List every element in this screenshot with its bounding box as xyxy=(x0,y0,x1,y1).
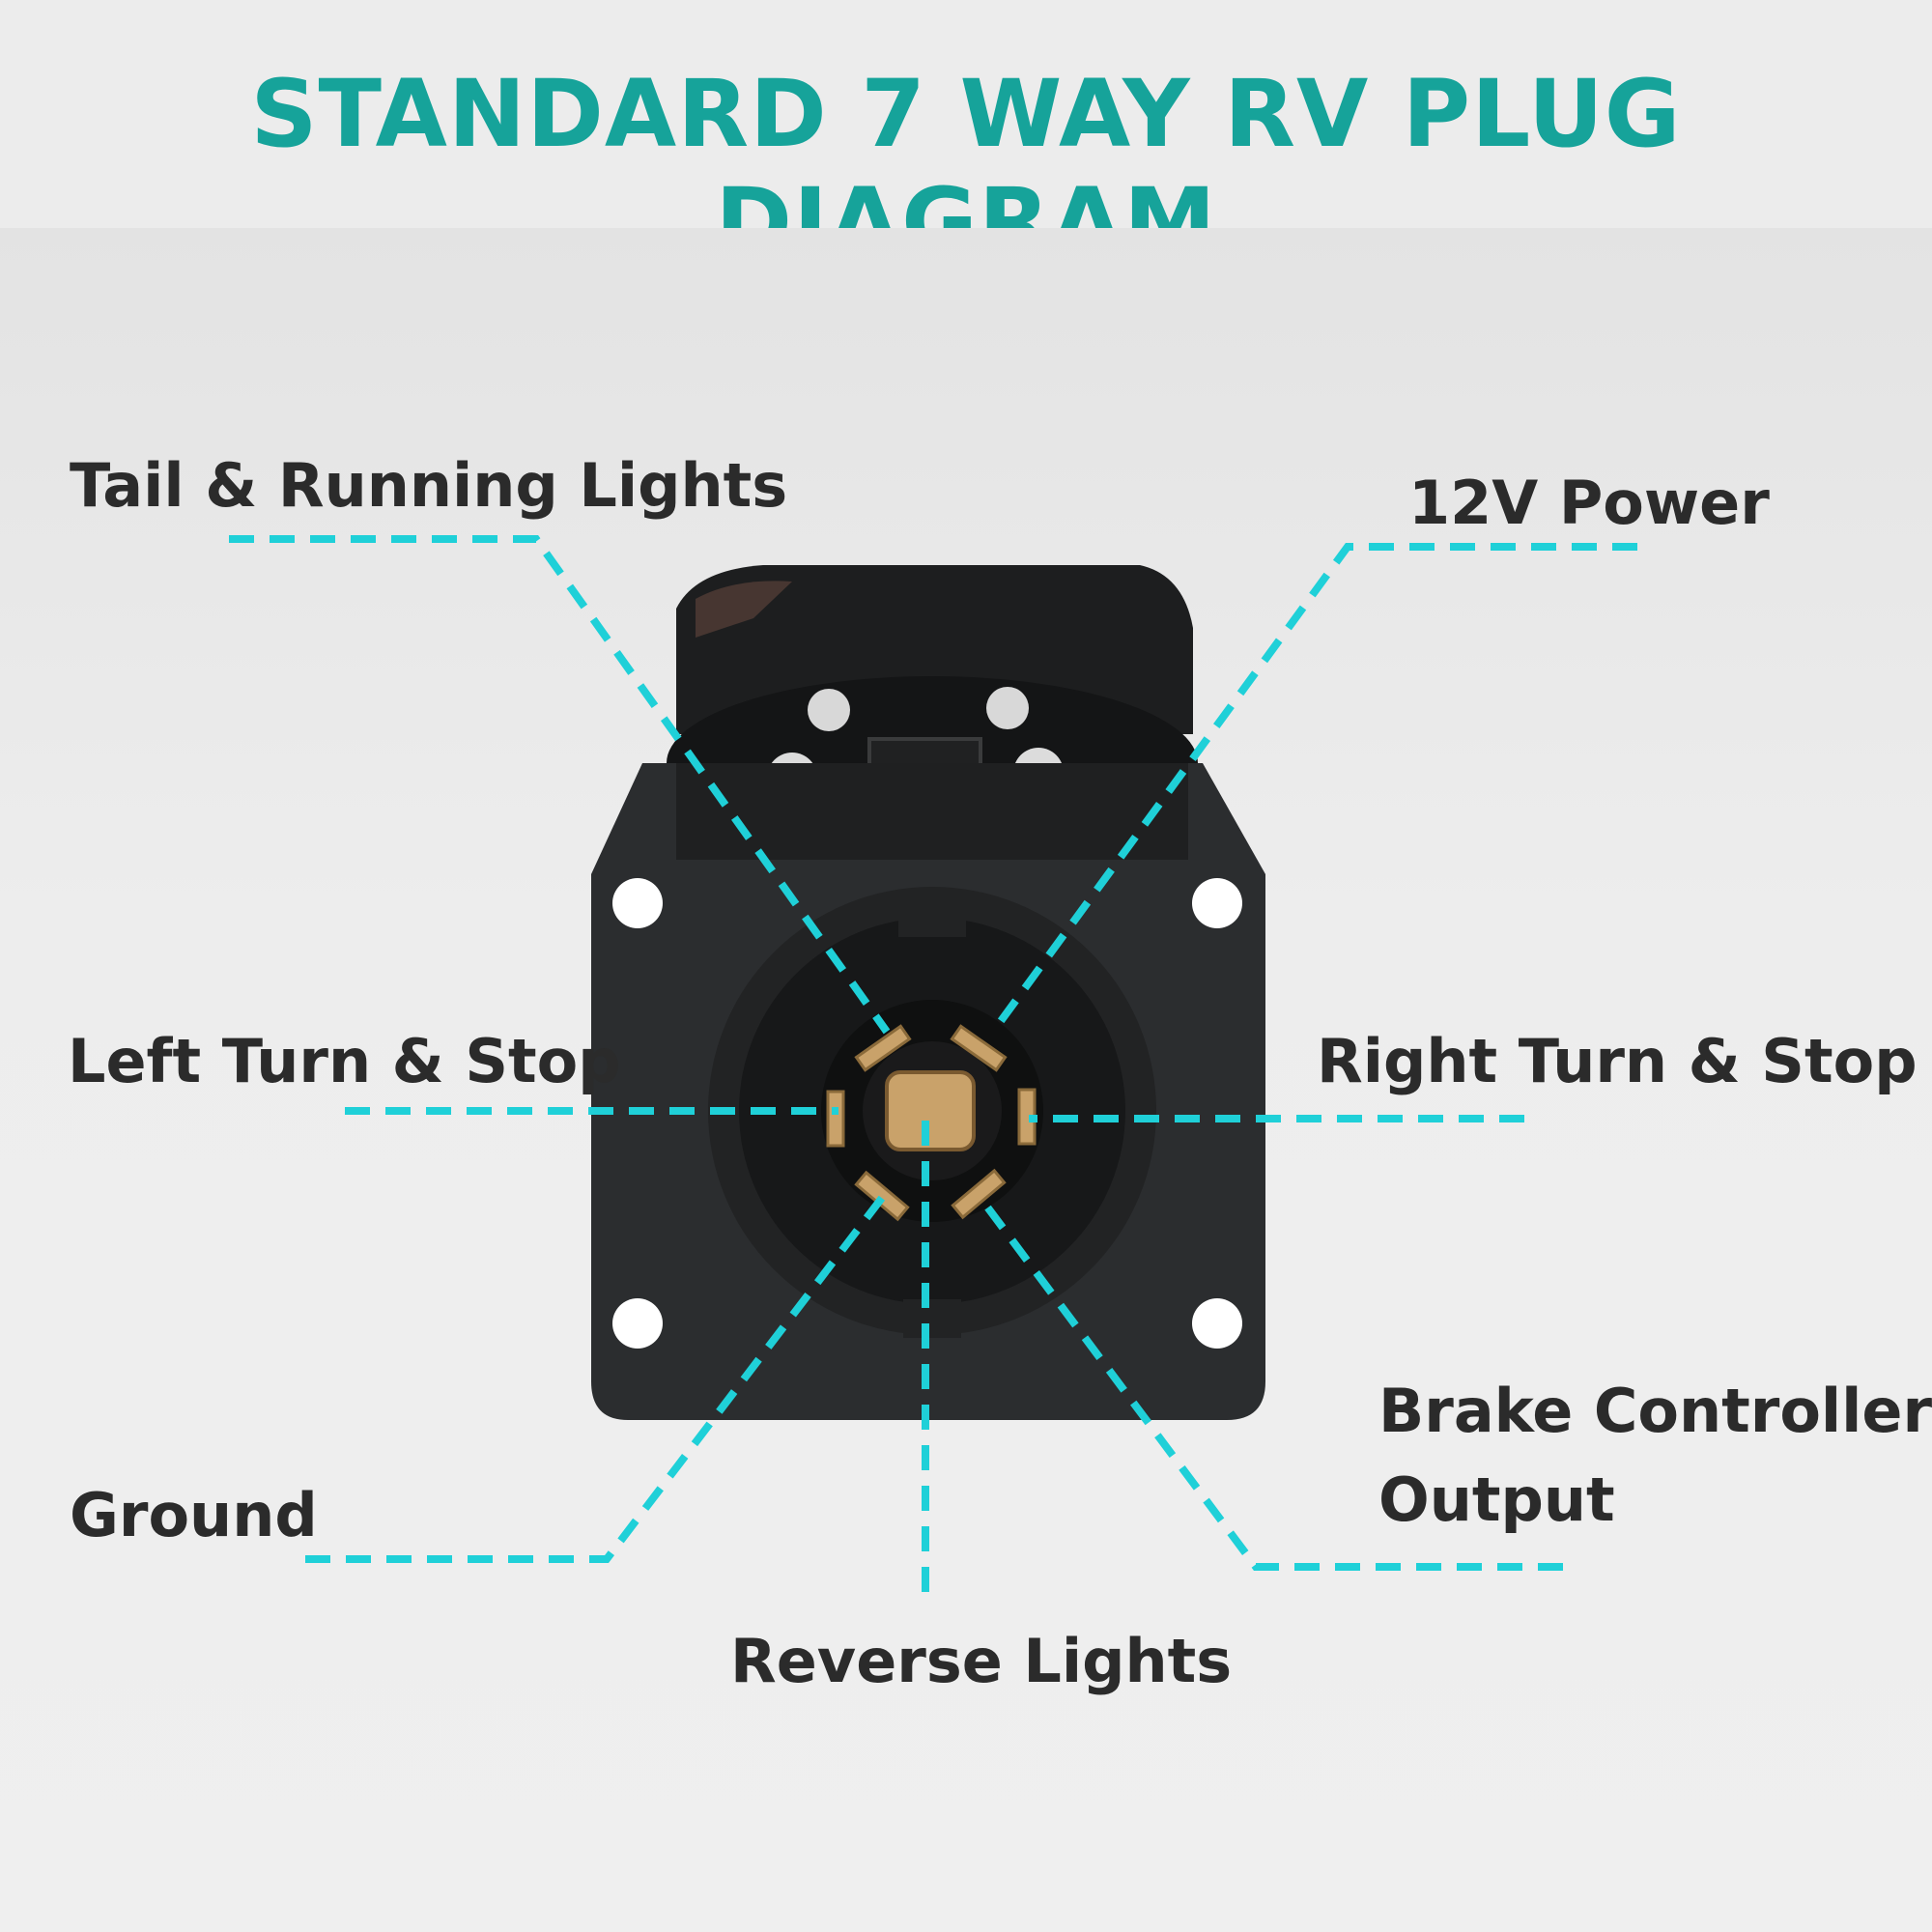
label-ground: Ground xyxy=(70,1480,318,1550)
mounting-hole xyxy=(612,878,663,928)
label-tail-running-lights: Tail & Running Lights xyxy=(70,450,788,521)
page-title: STANDARD 7 WAY RV PLUG DIAGRAM xyxy=(250,60,1682,276)
leader-lines xyxy=(229,535,1637,1604)
label-brake-output: Output xyxy=(1378,1464,1615,1535)
center-pin xyxy=(887,1072,974,1150)
leader-line-tail-running xyxy=(229,535,891,1035)
pin-tail-running xyxy=(854,1024,912,1072)
label-right-turn-stop: Right Turn & Stop xyxy=(1317,1026,1918,1096)
mounting-hole xyxy=(612,1298,663,1349)
label-left-turn-stop: Left Turn & Stop xyxy=(68,1026,621,1096)
pin-left-turn xyxy=(826,1090,845,1148)
label-12v-power: 12V Power xyxy=(1408,468,1770,538)
label-brake-controller: Brake Controller xyxy=(1378,1376,1932,1446)
mounting-hole xyxy=(1192,1298,1242,1349)
header-band xyxy=(0,0,1932,228)
pin-12v-power xyxy=(950,1024,1008,1072)
pins xyxy=(826,1024,1037,1222)
leader-line-ground xyxy=(305,1195,886,1563)
pin-brake xyxy=(951,1168,1007,1220)
label-reverse-lights: Reverse Lights xyxy=(730,1626,1233,1696)
leader-line-brake xyxy=(977,1195,1563,1571)
leader-line-12v-power xyxy=(989,543,1637,1035)
mounting-hole xyxy=(1192,878,1242,928)
